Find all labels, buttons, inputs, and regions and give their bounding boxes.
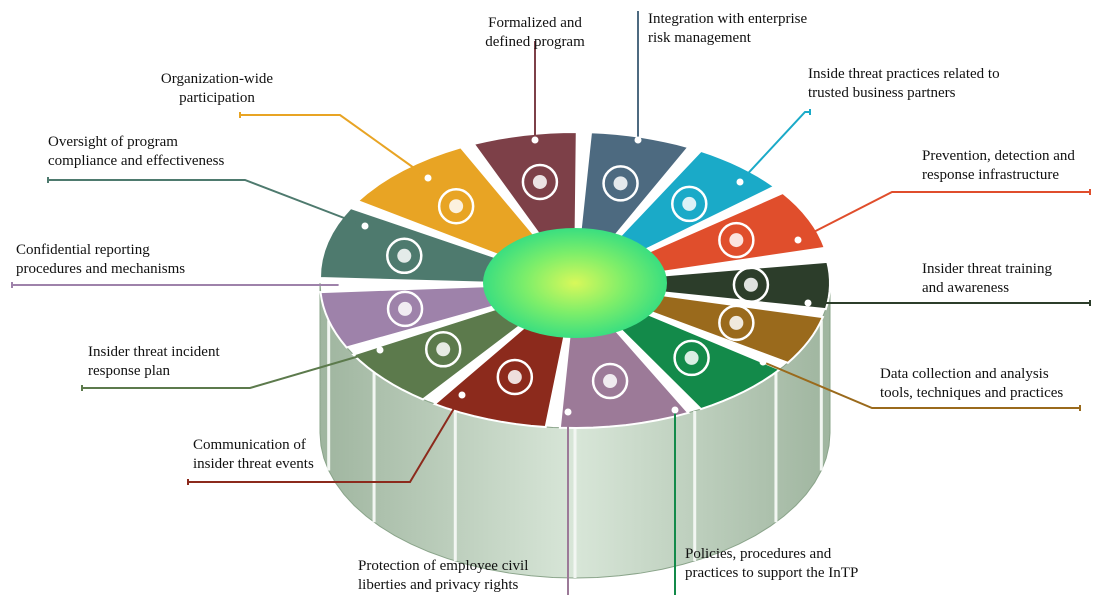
label-protection: Protection of employee civil liberties a… <box>358 558 529 593</box>
wrench-icon <box>718 304 755 342</box>
center-hub <box>483 228 667 338</box>
eye-icon <box>386 237 423 275</box>
connector-dot <box>634 136 642 144</box>
label-oversight: Oversight of program compliance and effe… <box>48 134 225 169</box>
connectors-layer <box>11 11 1091 595</box>
no-entry-icon <box>386 290 424 328</box>
label-partners: Inside threat practices related to trust… <box>808 66 1000 101</box>
segment-datacollection <box>627 290 825 364</box>
connector-dot <box>671 406 679 414</box>
connector-communication <box>188 394 463 483</box>
people-group-icon <box>437 187 475 225</box>
presentation-icon <box>521 163 559 201</box>
connector-dot <box>376 346 384 354</box>
newspaper-icon <box>496 358 534 396</box>
label-datacollection: Data collection and analysis tools, tech… <box>880 366 1064 401</box>
connector-dot <box>564 408 572 416</box>
connector-dot <box>361 222 369 230</box>
segment-prevention <box>626 191 827 277</box>
fire-extinguisher-icon <box>718 221 755 259</box>
connector-dot <box>759 358 767 366</box>
connector-dot <box>794 236 802 244</box>
connector-datacollection <box>762 361 1080 409</box>
connector-dot <box>804 299 812 307</box>
connector-dot <box>424 174 432 182</box>
folder-icon <box>673 339 710 377</box>
segment-integration <box>577 131 691 251</box>
label-integration: Integration with enterprise risk managem… <box>648 11 808 46</box>
connector-dot <box>458 391 466 399</box>
balance-scale-icon <box>591 362 629 400</box>
label-prevention: Prevention, detection and response infra… <box>922 148 1075 183</box>
segment-reporting <box>319 284 519 349</box>
cylinder-wall <box>319 282 831 579</box>
label-incident: Insider threat incident response plan <box>88 344 220 379</box>
connector-partners <box>739 111 810 183</box>
connector-oversight <box>48 179 366 227</box>
connector-prevention <box>797 191 1090 241</box>
connector-dot <box>736 178 744 186</box>
umbrella-icon <box>424 331 462 368</box>
label-participation: Organization-wide participation <box>160 71 274 106</box>
connector-participation <box>240 114 429 179</box>
label-training: Insider threat training and awareness <box>922 261 1052 296</box>
label-reporting: Confidential reporting procedures and me… <box>16 242 186 277</box>
label-formalized: Formalized and defined program <box>485 15 585 50</box>
connector-dot <box>531 136 539 144</box>
graduation-cap-icon <box>732 266 770 303</box>
label-policies: Policies, procedures and practices to su… <box>685 546 859 581</box>
connector-incident <box>82 349 381 389</box>
connector-dot <box>338 281 346 289</box>
window-grid-icon <box>602 165 639 202</box>
segments-layer <box>318 130 831 429</box>
label-communication: Communication of insider threat events <box>193 437 314 472</box>
partners-group-icon <box>671 185 708 223</box>
segment-communication <box>432 313 569 429</box>
